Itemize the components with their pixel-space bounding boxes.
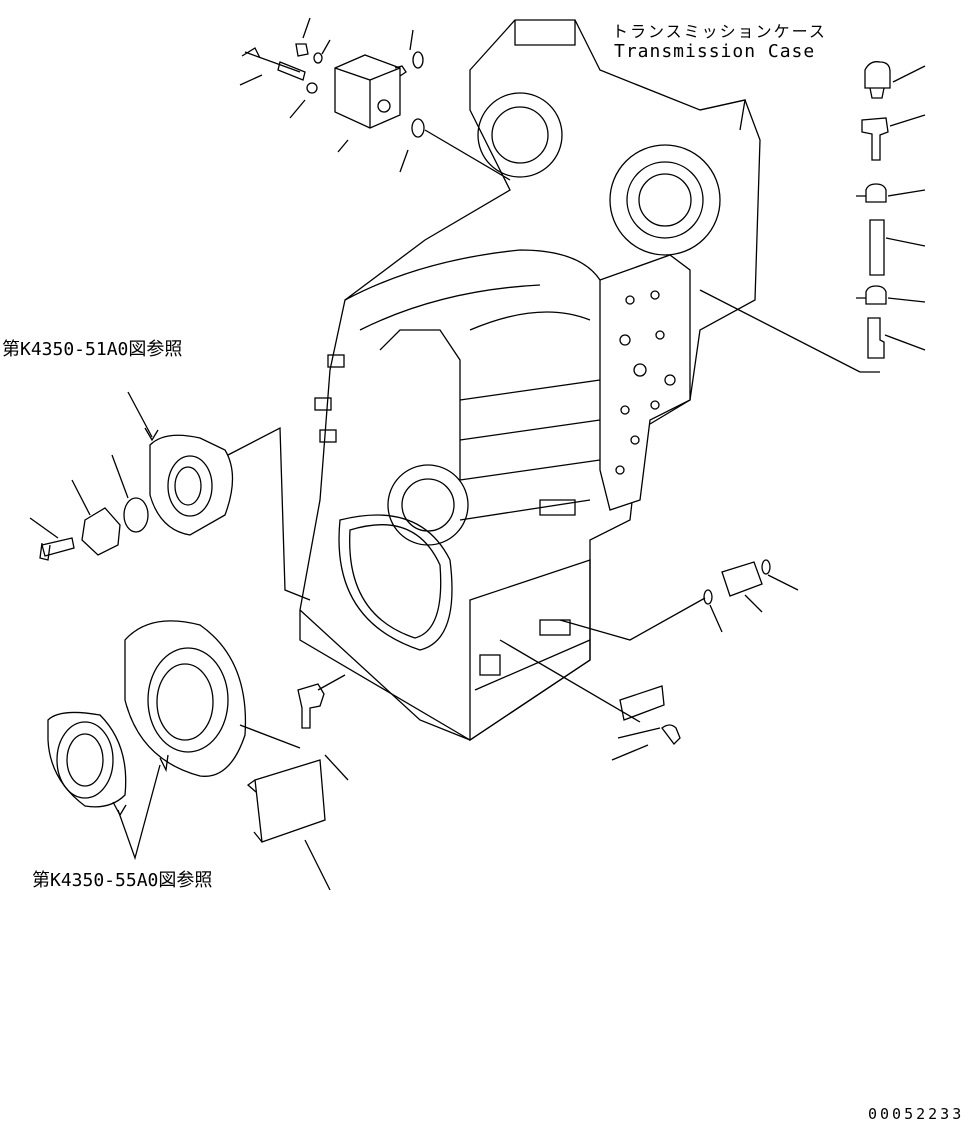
right-middle-parts [559, 559, 799, 641]
drawing-number: 00052233 [868, 1105, 965, 1123]
right-side-parts [699, 61, 926, 373]
left-flange-assembly [29, 391, 311, 601]
part-name-japanese: トランスミッションケース [612, 22, 827, 41]
lower-flange-assembly [47, 620, 301, 861]
reference-label-1: 第K4350-51A0図参照 [2, 339, 183, 360]
transmission-case [299, 19, 761, 742]
part-name-english: Transmission Case [614, 41, 816, 62]
top-left-parts [239, 17, 511, 181]
lower-center-parts [246, 639, 681, 891]
reference-label-2: 第K4350-55A0図参照 [32, 870, 213, 891]
